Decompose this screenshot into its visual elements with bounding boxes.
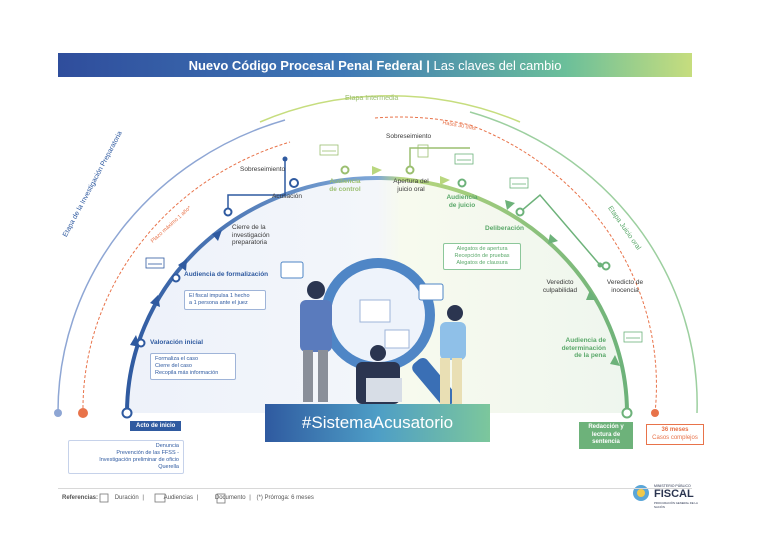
label-apertura-juicio: Apertura del juicio oral	[393, 178, 429, 193]
outer-arc-left	[57, 119, 286, 414]
logo-line3: PROCURACIÓN GENERAL DE LA NACIÓN	[654, 501, 698, 509]
label-deliberacion: Deliberación	[485, 225, 525, 232]
ref-documento: Documento	[214, 495, 246, 501]
label-audiencia-pena: Audiencia de determinación de la pena	[561, 337, 606, 359]
label-veredicto-culpabilidad: Veredicto culpabilidad	[542, 279, 578, 294]
ref-audiencias: Audiencias	[163, 495, 193, 501]
label-etapa-intermedia: Etapa Intermedia	[345, 95, 399, 102]
duracion-casos: Casos complejos	[652, 434, 698, 441]
deliberacion-item: Alegatos de apertura	[456, 246, 508, 252]
deliberacion-item: Alegatos de clausura	[456, 260, 508, 266]
formalizacion-line: El fiscal impulsa 1 hecho	[189, 293, 250, 299]
formalizacion-line: a 1 persona ante el juez	[189, 300, 248, 306]
label-audiencia-formalizacion: Audiencia de formalización	[184, 271, 269, 278]
box-valoracion: Formaliza el caso Cierre del caso Recopi…	[150, 353, 236, 380]
label-cierre: Cierre de la investigación preparatoria	[232, 224, 270, 246]
outer-arc-top	[259, 94, 521, 123]
fiscal-logo: MINISTERIO PÚBLICO FISCAL PROCURACIÓN GE…	[632, 478, 700, 510]
outer-arc-right	[469, 111, 698, 414]
plazo-arc-right	[469, 124, 657, 414]
plazo-arc	[82, 141, 291, 414]
title-banner: Nuevo Código Procesal Penal Federal | La…	[58, 53, 692, 77]
valoracion-item: Formaliza el caso	[155, 356, 199, 362]
hashtag-banner: #SistemaAcusatorio	[265, 404, 490, 442]
page-subtitle: Las claves del cambio	[433, 58, 562, 73]
label-sobreseimiento-2: Sobreseimiento	[386, 133, 432, 140]
title-separator: |	[426, 58, 430, 73]
logo-line1: MINISTERIO PÚBLICO	[654, 484, 691, 488]
footer-divider	[58, 488, 692, 489]
box-formalizacion: El fiscal impulsa 1 hecho a 1 persona an…	[184, 290, 266, 310]
duracion-meses: 36 meses	[661, 427, 689, 433]
references-label: Referencias:	[62, 495, 99, 501]
deliberacion-item: Recepción de pruebas	[454, 253, 510, 259]
orange-end-dot	[651, 409, 659, 417]
tag-redaccion-sentencia: Redacción y lectura de sentencia	[579, 422, 633, 449]
valoracion-item: Cierre del caso	[155, 363, 192, 369]
logo-line2: FISCAL	[654, 488, 694, 500]
valoracion-item: Recopila más información	[155, 370, 219, 376]
inicio-item: Querella	[158, 464, 179, 470]
tag-acto-inicio: Acto de inicio	[130, 421, 182, 431]
hasta-arc	[374, 116, 471, 126]
page-title: Nuevo Código Procesal Penal Federal	[188, 58, 423, 73]
inicio-item: Investigación preliminar de oficio	[99, 457, 179, 463]
inicio-item: Prevención de las FFSS -	[116, 450, 179, 456]
orange-start-dot	[78, 408, 88, 418]
label-audiencia-control: Audiencia de control	[329, 178, 361, 193]
label-audiencia-juicio: Audiencia de juicio	[446, 194, 478, 209]
ref-prorroga: (*) Prórroga: 6 meses	[256, 495, 314, 501]
label-veredicto-inocencia: Veredicto de inocencia	[606, 279, 644, 294]
box-acto-inicio: Denuncia Prevención de las FFSS - Invest…	[68, 440, 184, 474]
label-acusacion: Acusación	[272, 193, 302, 200]
box-duracion: 36 meses Casos complejos	[646, 424, 704, 445]
references-legend: Referencias: Duración | Audiencias | Doc…	[62, 495, 314, 501]
ref-duracion: Duración	[114, 495, 139, 501]
label-valoracion-inicial: Valoración inicial	[150, 339, 204, 346]
outer-start-dot	[54, 409, 62, 417]
label-sobreseimiento-1: Sobreseimiento	[240, 166, 286, 173]
box-deliberacion: Alegatos de apertura Recepción de prueba…	[443, 243, 521, 270]
inicio-item: Denuncia	[155, 443, 179, 449]
